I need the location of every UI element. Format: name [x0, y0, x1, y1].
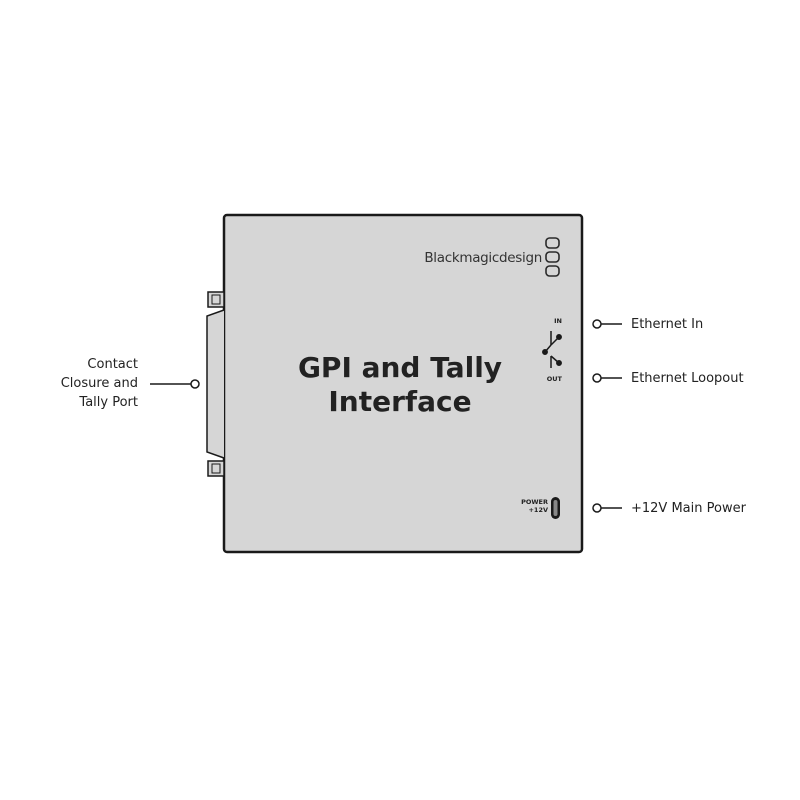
- callout-contact-port-line2: Closure and: [60, 376, 138, 391]
- port-in-label: IN: [554, 317, 562, 325]
- device-title-line2: Interface: [328, 385, 472, 418]
- power-label-line1: POWER: [521, 498, 548, 506]
- callout-lines: [150, 319, 622, 513]
- device-title-line1: GPI and Tally: [297, 351, 503, 384]
- callout-main-power: +12V Main Power: [631, 501, 746, 516]
- ethernet-switch-icon: [542, 331, 562, 368]
- port-out-label: OUT: [546, 375, 562, 383]
- callout-contact-port: Contact Closure and Tally Port: [61, 355, 138, 412]
- callout-contact-port-line1: Contact: [87, 357, 138, 372]
- blackmagic-logo-icon: [545, 237, 560, 277]
- callout-ethernet-in: Ethernet In: [631, 317, 704, 332]
- power-label-line2: +12V: [528, 506, 548, 514]
- callout-contact-port-line3: Tally Port: [79, 395, 138, 410]
- db-connector: [206, 291, 225, 477]
- callout-ethernet-loopout: Ethernet Loopout: [631, 371, 744, 386]
- brand-name: Blackmagicdesign: [424, 250, 542, 266]
